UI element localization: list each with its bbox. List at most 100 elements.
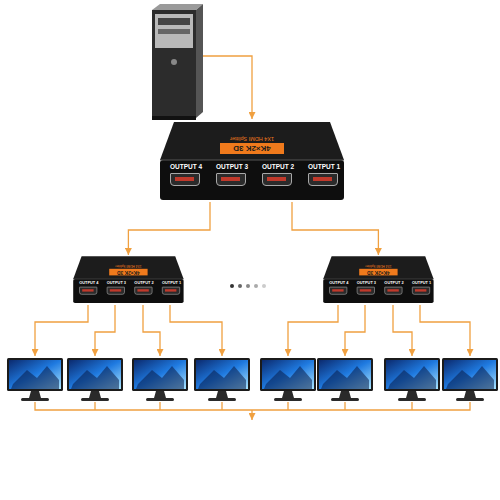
output-cable [170,305,222,356]
hdmi-socket [79,287,97,295]
hdmi-socket [170,173,200,186]
monitor [384,358,440,401]
output-port: OUTPUT 1 [410,281,434,301]
output-cable [393,305,412,356]
tower-side [196,4,203,118]
monitor [7,358,63,401]
hdmi-splitter: 4K×2K 3D1X4 HDMI SplitterOUTPUT 4OUTPUT … [72,255,185,304]
tower-top [152,4,203,10]
port-label: OUTPUT 2 [258,163,298,171]
monitor [260,358,316,401]
dot [230,284,234,288]
splitter-body [322,255,435,304]
socket-contacts [415,289,426,291]
splitter-top-face [73,256,183,279]
splitter-top-face [160,122,344,160]
output-port: OUTPUT 4 [166,163,206,197]
splitter-top-face [323,256,433,279]
monitor [132,358,188,401]
hdmi-socket [162,287,180,295]
dot [262,284,266,288]
output-cable [420,305,470,356]
output-port: OUTPUT 2 [382,281,406,301]
splitter-body [158,120,346,202]
resolution-label: 4K×2K 3D [109,269,147,276]
hdmi-socket [134,287,152,295]
computer-tower [152,4,203,120]
tower-foot [152,116,196,120]
monitor [317,358,373,401]
bracket-tick [221,402,222,410]
port-label: OUTPUT 3 [354,281,378,286]
model-label: 1X4 HDMI Splitter [230,134,274,143]
port-label: OUTPUT 1 [160,281,184,286]
model-label: 1X4 HDMI Splitter [115,263,141,268]
dot [238,284,242,288]
splitter-edge [73,279,183,280]
splitter-inner: 4K×2K 3D1X4 HDMI SplitterOUTPUT 4OUTPUT … [72,255,185,304]
bracket-line [35,402,470,410]
output-cables [35,305,470,356]
bracket-tick [287,402,288,410]
bottom-bracket [35,402,470,420]
splitter-plate: 4K×2K 3D1X4 HDMI Splitter [109,260,147,276]
port-label: OUTPUT 2 [382,281,406,286]
hdmi-socket [107,287,125,295]
output-port: OUTPUT 1 [304,163,344,197]
hdmi-socket [308,173,338,186]
drive-bay [158,29,190,34]
output-port: OUTPUT 3 [212,163,252,197]
socket-contacts [360,289,371,291]
hdmi-socket [262,173,292,186]
hdmi-cable [292,202,378,255]
output-port: OUTPUT 4 [327,281,351,301]
socket-contacts [175,177,194,181]
output-port: OUTPUT 2 [258,163,298,197]
hdmi-splitter: 4K×2K 3D1X4 HDMI SplitterOUTPUT 4 OUTPUT … [158,120,346,202]
hdmi-socket [329,287,347,295]
monitor-row [7,358,498,401]
power-button [171,59,177,65]
port-label: OUTPUT 4 [77,281,101,286]
monitor [67,358,123,401]
socket-contacts [313,177,332,181]
model-label: 1X4 HDMI Splitter [365,263,391,268]
resolution-label: 4K×2K 3D [220,143,284,154]
output-port: OUTPUT 4 [77,281,101,301]
monitor [194,358,250,401]
port-label: OUTPUT 1 [410,281,434,286]
dot [254,284,258,288]
bracket-tick [344,402,345,410]
port-label: OUTPUT 3 [104,281,128,286]
splitter-plate: 4K×2K 3D1X4 HDMI Splitter [359,260,397,276]
splitter-front-face [73,279,183,303]
splitter-front-face [160,160,344,200]
output-cable [35,305,88,356]
port-label: OUTPUT 2 [132,281,156,286]
bracket-tick [411,402,412,410]
dot [246,284,250,288]
output-port: OUTPUT 1 [160,281,184,301]
hdmi-socket [412,287,430,295]
continuation-dots [230,284,266,288]
socket-contacts [82,289,93,291]
tower-bezel [155,14,193,48]
port-label: OUTPUT 1 [304,163,344,171]
output-port: OUTPUT 2 [132,281,156,301]
socket-contacts [110,289,121,291]
bracket-tick [94,402,95,410]
monitor [442,358,498,401]
socket-contacts [267,177,286,181]
output-port: OUTPUT 3 [354,281,378,301]
socket-contacts [221,177,240,181]
splitter-edge [323,279,433,280]
socket-contacts [332,289,343,291]
hdmi-socket [357,287,375,295]
splitter-inner: 4K×2K 3D1X4 HDMI SplitterOUTPUT 4 OUTPUT … [158,120,346,202]
drive-bay [158,18,190,25]
output-cable [345,305,365,356]
bracket-tick [159,402,160,410]
port-label: OUTPUT 4 [166,163,206,171]
hdmi-cable [128,202,210,255]
